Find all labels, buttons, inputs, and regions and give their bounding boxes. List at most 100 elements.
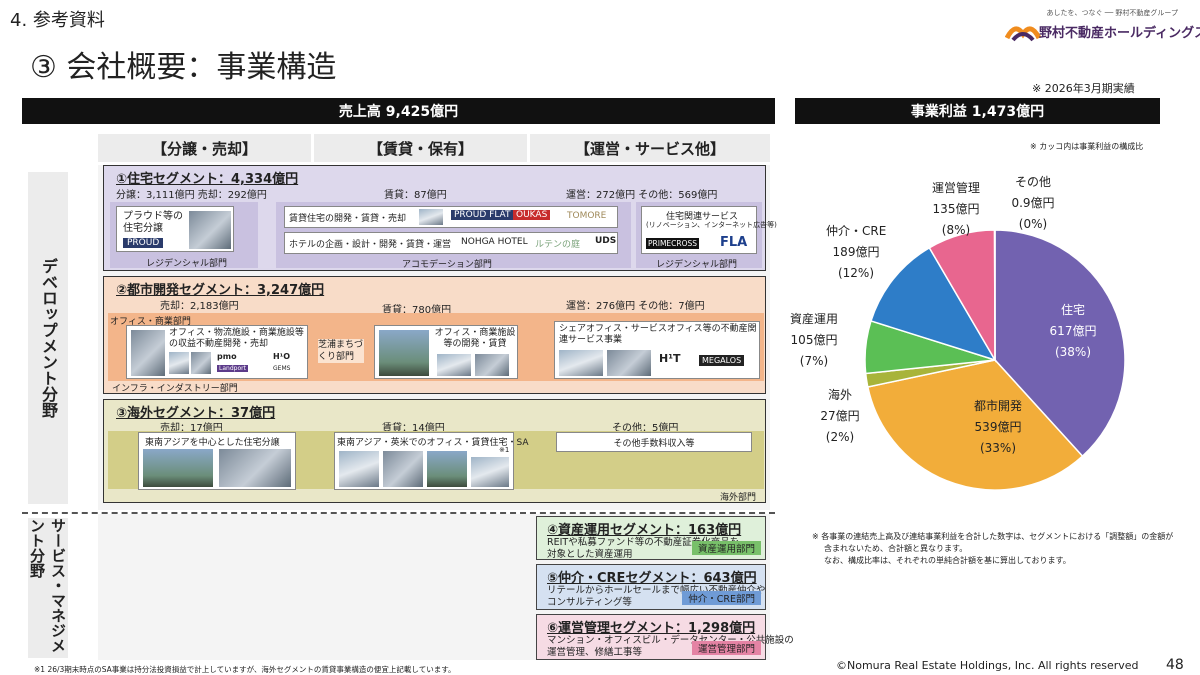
side-label-service: サービス・マネジメント分野 (28, 518, 68, 658)
overseas-note-ref: ※1 (499, 446, 510, 454)
pie-label-0-label2: 617億円 (1049, 324, 1097, 338)
brokerage-desc-2: コンサルティング等 (547, 597, 632, 608)
overseas-lease-value: 賃貸：14億円 (382, 423, 445, 434)
pie-label-1-label2: 539億円 (974, 420, 1022, 434)
company-logo: あしたを、つなぐ ── 野村不動産グループ 野村不動産ホールディングス (1005, 8, 1200, 44)
pie-label-1-label1: 都市開発 (973, 399, 1022, 413)
pie-slice-4 (870, 246, 997, 362)
megalos-brand: MEGALOS (699, 355, 745, 366)
pie-note: ※ カッコ内は事業利益の構成比 (1030, 142, 1144, 151)
housing-sale-box: プラウド等の住宅分譲 PROUD (116, 206, 234, 252)
housing-service-sub: (リノベーション、インターネット広告等) (646, 221, 777, 229)
proud-brand: PROUD (123, 238, 164, 248)
asset-mgmt-dept: 資産運用部門 (691, 541, 761, 555)
logo-tagline: あしたを、つなぐ ── 野村不動産グループ (1046, 9, 1178, 17)
overseas-lease-box: 東南アジア・英米でのオフィス・賃貸住宅・SA ※1 (334, 432, 529, 490)
pmo-brand: pmo (217, 352, 237, 361)
pie-label-0-label3: (38%) (1054, 345, 1092, 359)
housing-lease-value: 賃貸：87億円 (384, 190, 447, 201)
asset-mgmt-desc-1: REITや私募ファンド等の不動産証券化商品を (547, 537, 740, 548)
overseas-photo-3 (427, 451, 467, 487)
housing-service-text: 住宅関連サービス (666, 212, 739, 222)
pie-label-3-label3: (7%) (799, 354, 829, 368)
pie-label-2-label2: 27億円 (820, 409, 860, 423)
column-header-service: 【運営・サービス他】 (530, 134, 770, 162)
fla-brand: FLA (720, 235, 748, 250)
nohga-brand: NOHGA HOTEL (461, 237, 528, 247)
profit-bar: 事業利益 1,473億円 (795, 98, 1160, 124)
overseas-dept-label: 海外部門 (720, 493, 757, 503)
pie-slice-1 (866, 359, 1084, 491)
property-mgmt-dept: 運営管理部門 (691, 641, 761, 655)
property-mgmt-desc-2: 運営管理、修繕工事等 (547, 647, 643, 658)
pie-label-1: 都市開発 539億円 (33%) (968, 396, 1028, 459)
housing-dept-label-2: アコモデーション部門 (402, 260, 492, 270)
h1t-brand: H¹T (659, 352, 681, 365)
pie-label-6-label2: 0.9億円 (1011, 196, 1055, 210)
commercial-lease-photo (475, 354, 509, 376)
urban-service-text: シェアオフィス・サービスオフィス等の不動産関連サービス事業 (559, 324, 757, 345)
pie-label-1-label3: (33%) (979, 441, 1017, 455)
pie-slice-0 (994, 229, 1126, 458)
commercial-photo (191, 352, 211, 374)
shibaura-photo (379, 330, 429, 376)
urban-sale-value: 売却：2,183億円 (160, 301, 239, 312)
infra-dept-label: インフラ・インダストリー部門 (112, 384, 238, 394)
housing-sale-value: 分譲：3,111億円 売却：292億円 (116, 190, 267, 201)
segment-housing: ①住宅セグメント：4,334億円 分譲：3,111億円 売却：292億円 賃貸：… (103, 165, 777, 271)
pie-label-3-label2: 105億円 (790, 333, 838, 347)
pie-label-0-label1: 住宅 (1060, 303, 1085, 317)
gems-brand: GEMS (273, 365, 291, 372)
logistics-photo (169, 352, 189, 374)
overseas-photo-4 (471, 457, 509, 487)
brokerage-desc: リテールからホールセールまで幅広い不動産仲介やコンサルティング等 (547, 585, 766, 609)
segment-overseas: ③海外セグメント：37億円 売却：17億円 賃貸：14億円 その他：5億円 東南… (103, 399, 766, 503)
right-note-3: なお、構成比率は、それぞれの単純合計額を基に算出しております。 (824, 556, 1071, 565)
pie-label-3-label1: 資産運用 (789, 312, 838, 326)
office-lease-photo (437, 354, 471, 376)
pie-label-4-label3: (12%) (837, 266, 875, 280)
page-title: ③ 会社概要：事業構造 (30, 50, 337, 85)
rental-photo (419, 209, 443, 225)
column-header-lease: 【賃貸・保有】 (314, 134, 527, 162)
segment-brokerage: ⑤仲介・CREセグメント：643億円 リテールからホールセールまで幅広い不動産仲… (536, 564, 766, 610)
housing-dept-label-1: レジデンシャル部門 (146, 259, 228, 269)
rental-housing-text: 賃貸住宅の開発・賃貸・売却 (289, 214, 407, 224)
property-mgmt-desc-1: マンション・オフィスビル・データセンター・公共施設の (547, 635, 794, 646)
overseas-other-value: その他：5億円 (612, 423, 679, 434)
proud-flat-brand: PROUD FLAT (451, 210, 514, 220)
asset-mgmt-desc-2: 対象とした資産運用 (547, 549, 633, 560)
logo-mark-icon (1005, 26, 1041, 42)
segment-urban: ②都市開発セグメント：3,247億円 売却：2,183億円 賃貸：780億円 運… (103, 276, 766, 394)
urban-lease-value: 賃貸：780億円 (382, 305, 452, 316)
sea-tower-photo (219, 449, 291, 487)
rental-housing-box: 賃貸住宅の開発・賃貸・売却 PROUD FLAT OUKAS TOMORE (284, 206, 618, 228)
overseas-photo-2 (383, 451, 423, 487)
section-label: 4. 参考資料 (10, 10, 105, 31)
urban-service-box: シェアオフィス・サービスオフィス等の不動産関連サービス事業 H¹T MEGALO… (554, 321, 760, 379)
profit-pie-chart (864, 229, 1126, 491)
segment-housing-title: ①住宅セグメント：4,334億円 (116, 172, 299, 187)
brokerage-dept: 仲介・CRE部門 (682, 591, 761, 605)
pie-label-0: 住宅 617億円 (38%) (1043, 300, 1103, 363)
column-header-sale: 【分譲・売却】 (98, 134, 311, 162)
serviceoffice-photo (607, 350, 651, 376)
hotel-box: ホテルの企画・設計・開発・賃貸・運営 NOHGA HOTEL ルテンの庭 UDS (284, 232, 618, 254)
brokerage-desc-1: リテールからホールセールまで幅広い不動産仲介や (547, 585, 766, 596)
overseas-sale-text: 東南アジアを中心とした住宅分譲 (145, 438, 280, 448)
pie-label-5-label2: 135億円 (932, 202, 980, 216)
housing-sale-text: プラウド等の住宅分譲 (123, 211, 183, 234)
housing-accommodation-area: 賃貸住宅の開発・賃貸・売却 PROUD FLAT OUKAS TOMORE ホテ… (276, 202, 631, 270)
uds-brand: UDS (595, 236, 617, 246)
tomore-brand: TOMORE (567, 211, 607, 221)
overseas-sale-box: 東南アジアを中心とした住宅分譲 (138, 432, 296, 490)
hotel-text: ホテルの企画・設計・開発・賃貸・運営 (289, 240, 452, 250)
overseas-lease-text: 東南アジア・英米でのオフィス・賃貸住宅・SA (337, 438, 529, 448)
property-mgmt-title: ⑥運営管理セグメント：1,298億円 (547, 621, 756, 636)
landport-brand: Landport (217, 365, 248, 372)
primecross-brand: PRIMECROSS (646, 238, 700, 249)
housing-dept-label-3: レジデンシャル部門 (656, 260, 738, 270)
